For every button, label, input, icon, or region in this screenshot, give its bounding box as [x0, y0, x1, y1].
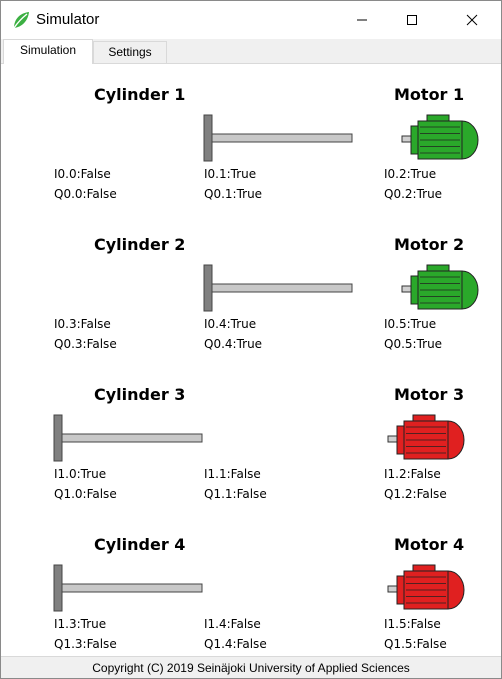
io-status-label: I1.5:False	[384, 617, 441, 631]
tab-strip: Simulation Settings	[1, 39, 501, 64]
io-status-label: Q1.1:False	[204, 487, 267, 501]
io-status-label: Q0.5:True	[384, 337, 443, 351]
cylinder-piston	[53, 414, 63, 462]
tab-settings[interactable]: Settings	[93, 41, 167, 63]
motor-icon	[387, 564, 465, 610]
cylinder-heading: Cylinder 1	[94, 85, 186, 104]
io-status-label: I0.5:True	[384, 317, 437, 331]
motor-icon	[387, 414, 465, 460]
maximize-button[interactable]	[389, 1, 435, 39]
io-status-label: Q0.2:True	[384, 187, 443, 201]
cylinder-heading: Cylinder 4	[94, 535, 186, 554]
io-status-label: Q0.1:True	[204, 187, 263, 201]
cylinder-rod	[61, 583, 203, 593]
io-status-label: Q1.4:False	[204, 637, 267, 651]
io-status-label: Q0.3:False	[54, 337, 117, 351]
minimize-icon	[357, 19, 367, 21]
copyright-footer: Copyright (C) 2019 Seinäjoki University …	[1, 656, 501, 678]
io-status-label: I1.0:True	[54, 467, 107, 481]
cylinder-rod	[61, 433, 203, 443]
io-status-label: Q1.5:False	[384, 637, 447, 651]
window-title: Simulator	[36, 11, 100, 28]
cylinder-icon	[53, 414, 203, 462]
io-status-label: I0.4:True	[204, 317, 257, 331]
motor-heading: Motor 1	[394, 85, 465, 104]
tab-simulation[interactable]: Simulation	[3, 39, 93, 64]
io-status-label: I1.4:False	[204, 617, 261, 631]
maximize-icon	[407, 15, 417, 25]
close-button[interactable]	[449, 1, 495, 39]
cylinder-icon	[203, 264, 353, 312]
cylinder-heading: Cylinder 3	[94, 385, 186, 404]
io-status-label: I1.1:False	[204, 467, 261, 481]
cylinder-icon	[53, 564, 203, 612]
io-status-label: Q1.0:False	[54, 487, 117, 501]
motor-heading: Motor 2	[394, 235, 465, 254]
cylinder-heading: Cylinder 2	[94, 235, 186, 254]
cylinder-piston	[203, 264, 213, 312]
cylinder-icon	[203, 114, 353, 162]
io-status-label: Q1.3:False	[54, 637, 117, 651]
cylinder-rod	[211, 133, 353, 143]
io-status-label: I0.0:False	[54, 167, 111, 181]
motor-heading: Motor 3	[394, 385, 465, 404]
leaf-icon	[13, 12, 29, 29]
close-icon	[466, 14, 478, 26]
title-bar[interactable]: Simulator	[1, 1, 501, 39]
io-status-label: I0.1:True	[204, 167, 257, 181]
minimize-button[interactable]	[339, 1, 385, 39]
io-status-label: Q1.2:False	[384, 487, 447, 501]
io-status-label: I0.2:True	[384, 167, 437, 181]
cylinder-piston	[53, 564, 63, 612]
cylinder-piston	[203, 114, 213, 162]
io-status-label: Q0.4:True	[204, 337, 263, 351]
motor-icon	[401, 114, 479, 160]
io-status-label: I0.3:False	[54, 317, 111, 331]
io-status-label: I1.3:True	[54, 617, 107, 631]
cylinder-rod	[211, 283, 353, 293]
io-status-label: I1.2:False	[384, 467, 441, 481]
io-status-label: Q0.0:False	[54, 187, 117, 201]
motor-heading: Motor 4	[394, 535, 465, 554]
motor-icon	[401, 264, 479, 310]
